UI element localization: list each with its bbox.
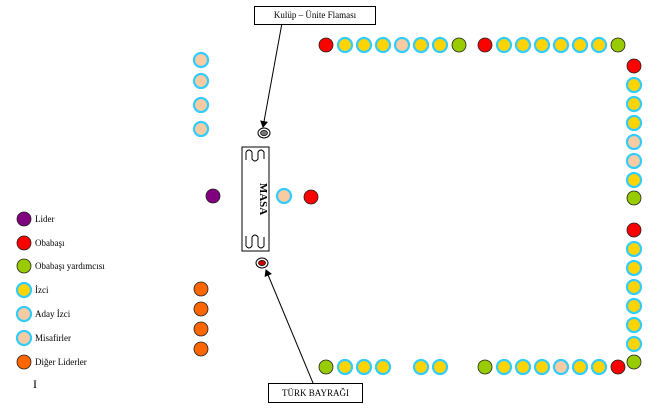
center-seat-aday	[275, 187, 293, 205]
legend-label-misafir: Misafirler	[35, 333, 71, 343]
club-flag-label: Kulüp – Ünite Flaması	[273, 10, 357, 20]
top-row-seat-izci	[552, 36, 570, 54]
table-bottom-scallops	[245, 234, 265, 249]
legend-label-aday: Aday İzci	[35, 309, 71, 319]
bottom-row-seat-izci	[514, 358, 532, 376]
other-leader-seat-diger	[193, 341, 209, 357]
other-leader-seat-diger	[193, 301, 209, 317]
top-row-seat-izci	[514, 36, 532, 54]
turkish-flag-label: TÜRK BAYRAĞI	[282, 388, 349, 398]
club-flag-icon	[257, 127, 271, 139]
legend-trailing-mark: I	[33, 377, 37, 391]
legend-swatch-obabasi	[16, 235, 32, 251]
right-column-seat-izci	[625, 95, 643, 113]
right-column-seat-izci	[625, 240, 643, 258]
legend-label-lider: Lider	[35, 214, 55, 224]
legend-label-izci: İzci	[35, 285, 49, 295]
right-column-seat-aday	[625, 133, 643, 151]
top-row-seat-yardimci	[610, 37, 626, 53]
right-column-seat-izci	[625, 259, 643, 277]
legend-label-yardimci: Obabaşı yardımcısı	[35, 261, 105, 271]
bottom-row-seat-izci	[355, 358, 373, 376]
right-column-seat-yardimci	[626, 354, 642, 370]
turkish-flag-icon	[255, 257, 269, 269]
legend-swatch-diger	[16, 354, 32, 370]
legend-label-obabasi: Obabaşı	[35, 238, 65, 248]
top-row-seat-izci	[495, 36, 513, 54]
right-column-seat-yardimci	[626, 190, 642, 206]
club-flag-callout: Kulüp – Ünite Flaması	[254, 6, 376, 25]
right-column-seat-obabasi	[626, 58, 642, 74]
top-row-seat-izci	[355, 36, 373, 54]
right-column-seat-obabasi	[626, 222, 642, 238]
top-row-seat-aday	[393, 36, 411, 54]
legend-swatch-aday	[15, 305, 33, 323]
right-column-seat-aday	[625, 152, 643, 170]
people	[192, 36, 643, 376]
bottom-row-seat-izci	[374, 358, 392, 376]
top-row-seat-obabasi	[477, 37, 493, 53]
legend-swatch-yardimci	[16, 258, 32, 274]
bottom-row-seat-izci	[571, 358, 589, 376]
bottom-row-seat-izci	[412, 358, 430, 376]
table-rect	[241, 146, 270, 252]
top-row-seat-izci	[571, 36, 589, 54]
right-column-seat-izci	[625, 316, 643, 334]
flags	[255, 127, 271, 269]
bottom-row-seat-obabasi	[610, 359, 626, 375]
guest-seat-misafir	[192, 96, 210, 114]
callout-arrows	[260, 22, 314, 384]
bottom-row-seat-izci	[336, 358, 354, 376]
table: MASA	[241, 146, 270, 252]
top-row-seat-izci	[336, 36, 354, 54]
top-row-seat-yardimci	[451, 37, 467, 53]
club-flag-arrow	[260, 22, 283, 128]
top-row-seat-izci	[533, 36, 551, 54]
table-top-scallops	[245, 149, 265, 162]
right-column-seat-izci	[625, 278, 643, 296]
bottom-row-seat-aday	[552, 358, 570, 376]
bottom-row-seat-izci	[431, 358, 449, 376]
bottom-row-seat-yardimci	[477, 359, 493, 375]
top-row-seat-izci	[374, 36, 392, 54]
turkish-flag-arrow	[264, 269, 314, 384]
right-column-seat-izci	[625, 297, 643, 315]
turkish-flag-callout: TÜRK BAYRAĞI	[268, 383, 363, 403]
bottom-row-seat-izci	[495, 358, 513, 376]
table-label: MASA	[257, 183, 269, 215]
center-seat-lider	[205, 188, 221, 204]
guest-seat-misafir	[192, 51, 210, 69]
legend-swatch-lider	[16, 211, 32, 227]
legend-swatch-izci	[15, 281, 33, 299]
legend-swatch-misafir	[15, 329, 33, 347]
guest-seat-misafir	[192, 120, 210, 138]
top-row-seat-obabasi	[318, 37, 334, 53]
top-row-seat-izci	[431, 36, 449, 54]
top-row-seat-izci	[590, 36, 608, 54]
right-column-seat-izci	[625, 76, 643, 94]
right-column-seat-izci	[625, 335, 643, 353]
bottom-row-seat-izci	[533, 358, 551, 376]
guest-seat-misafir	[192, 72, 210, 90]
other-leader-seat-diger	[193, 321, 209, 337]
center-seat-obabasi	[303, 189, 319, 205]
bottom-row-seat-yardimci	[318, 359, 334, 375]
bottom-row-seat-izci	[590, 358, 608, 376]
right-column-seat-izci	[625, 171, 643, 189]
right-column-seat-izci	[625, 114, 643, 132]
legend-label-diger: Diğer Liderler	[35, 357, 87, 367]
other-leader-seat-diger	[193, 281, 209, 297]
top-row-seat-izci	[412, 36, 430, 54]
